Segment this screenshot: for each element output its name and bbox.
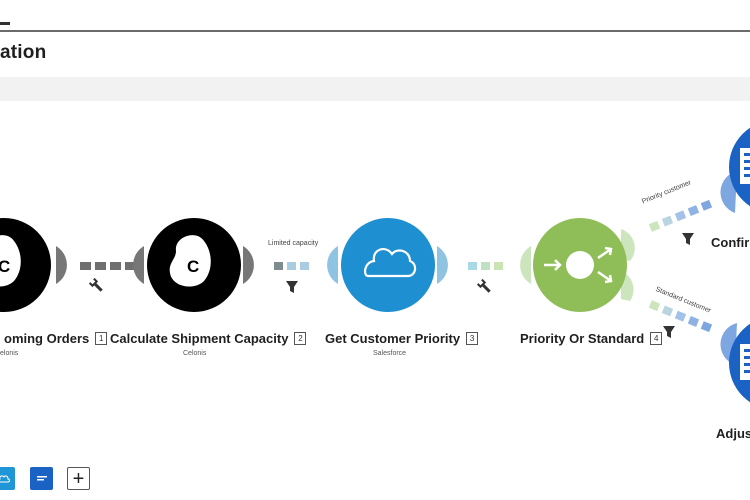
office-app-icon bbox=[740, 344, 750, 380]
module-5-confirm[interactable] bbox=[720, 120, 750, 214]
module-4-label: Priority Or Standard 4 bbox=[520, 331, 663, 346]
module-6-adjust[interactable] bbox=[720, 316, 750, 410]
celonis-logo-icon bbox=[169, 235, 211, 287]
wrench-icon[interactable] bbox=[88, 277, 105, 294]
cloud-module-button[interactable] bbox=[0, 467, 15, 490]
wrench-icon[interactable] bbox=[476, 278, 493, 295]
module-5-label: Confir bbox=[711, 235, 749, 250]
module-1-app: elonis bbox=[0, 350, 19, 357]
celonis-logo-icon bbox=[0, 235, 21, 287]
connector-4-5[interactable] bbox=[648, 199, 713, 232]
module-3-app: Salesforce bbox=[373, 350, 407, 357]
filter-icon[interactable] bbox=[663, 326, 675, 338]
cloud-icon bbox=[363, 248, 417, 278]
module-3-label: Get Customer Priority 3 bbox=[325, 331, 479, 346]
module-3-get-customer-priority[interactable] bbox=[327, 218, 448, 312]
flow-diagram: C C bbox=[0, 120, 750, 410]
module-1-incoming-orders[interactable]: C bbox=[0, 218, 67, 312]
module-6-label: Adjus bbox=[716, 426, 750, 441]
module-2-label: Calculate Shipment Capacity 2 bbox=[110, 331, 307, 346]
add-button[interactable]: + bbox=[67, 467, 90, 490]
module-3-name: Get Customer Priority bbox=[325, 331, 461, 346]
notes-icon bbox=[36, 475, 47, 480]
svg-text:C: C bbox=[0, 257, 10, 276]
module-2-app: Celonis bbox=[183, 350, 207, 357]
svg-text:C: C bbox=[187, 257, 199, 276]
module-2-number: 2 bbox=[294, 332, 307, 345]
router-arrows-icon bbox=[544, 246, 613, 284]
module-1-name: oming Orders bbox=[4, 331, 90, 346]
module-6-name: Adjus bbox=[716, 426, 750, 441]
scenario-canvas[interactable]: C C bbox=[0, 101, 750, 461]
module-4-name: Priority Or Standard bbox=[520, 331, 645, 346]
connector-4-6[interactable] bbox=[648, 300, 713, 333]
module-4-number: 4 bbox=[650, 332, 663, 345]
notes-button[interactable] bbox=[30, 467, 53, 490]
connector-2-3[interactable] bbox=[274, 262, 309, 270]
connector-3-4[interactable] bbox=[468, 262, 503, 270]
filter-icon[interactable] bbox=[286, 281, 298, 293]
module-1-label: oming Orders 1 bbox=[4, 331, 108, 346]
top-bar bbox=[0, 0, 750, 32]
cloud-icon bbox=[0, 475, 10, 483]
module-4-priority-or-standard[interactable] bbox=[520, 218, 635, 312]
filter-icon[interactable] bbox=[682, 233, 694, 245]
module-5-name: Confir bbox=[711, 235, 750, 250]
page-title-container: ation bbox=[0, 42, 60, 70]
bottom-toolbar: + bbox=[0, 463, 750, 493]
module-2-name: Calculate Shipment Capacity bbox=[110, 331, 289, 346]
plus-icon: + bbox=[72, 467, 85, 490]
office-app-icon bbox=[740, 148, 750, 184]
page-title: ation bbox=[0, 42, 46, 64]
module-2-calculate-shipment-capacity[interactable]: C bbox=[133, 218, 254, 312]
connector-1-2[interactable] bbox=[80, 262, 136, 270]
page-title-text: ation bbox=[0, 42, 47, 63]
module-1-number: 1 bbox=[95, 332, 108, 345]
topbar-mark bbox=[0, 22, 10, 25]
module-3-number: 3 bbox=[466, 332, 479, 345]
route-label-limited: Limited capacity bbox=[268, 240, 319, 247]
scenario-toolbar-strip bbox=[0, 77, 750, 101]
